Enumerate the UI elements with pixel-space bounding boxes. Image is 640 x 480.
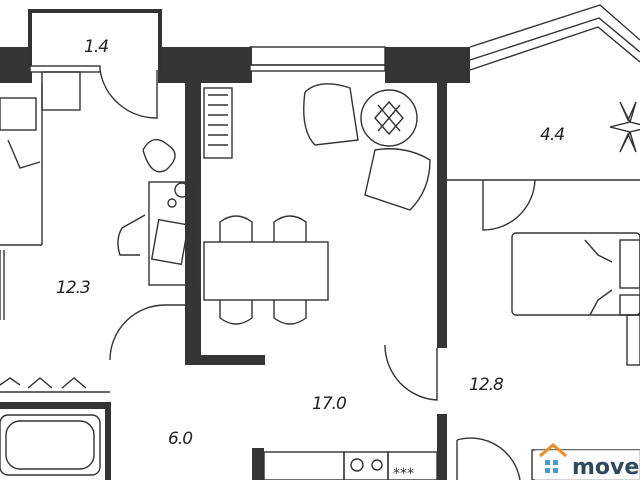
area-label-balcony-bay: 4.4 (540, 125, 564, 145)
bathroom-fixtures (0, 414, 101, 476)
area-label-bedroom-right: 12.8 (469, 375, 504, 395)
area-label-balcony-small: 1.4 (84, 37, 108, 57)
window (249, 64, 386, 72)
area-label-bathroom: 6.0 (168, 429, 192, 449)
area-label-living-kitchen: 17.0 (312, 394, 346, 414)
walls (0, 47, 470, 480)
plant-icon (609, 101, 640, 153)
plant-icon (142, 138, 176, 173)
bedroom-left-furniture (0, 83, 195, 393)
bay-window (469, 4, 640, 71)
balcony-small (28, 9, 162, 119)
living-furniture: *** (203, 83, 438, 480)
plant-icon (374, 100, 404, 136)
area-label-bedroom-left: 12.3 (56, 278, 90, 298)
move-logo: move (535, 443, 640, 480)
svg-text:***: *** (393, 466, 414, 480)
bedroom-right-furniture (447, 179, 640, 480)
logo-text: move (572, 455, 639, 480)
